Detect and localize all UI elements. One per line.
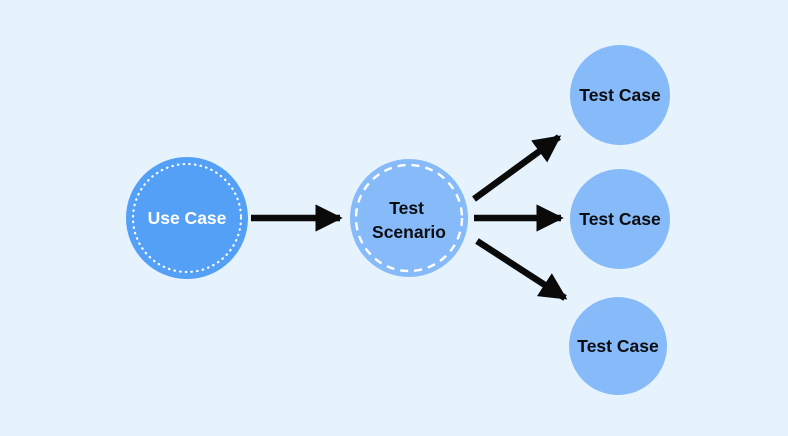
test-scenario-dashed-ring [354, 163, 464, 273]
test-scenario-label: Test Scenario [372, 198, 446, 242]
test-scenario-label-line1: Test [389, 198, 424, 218]
test-case-top-circle [570, 45, 670, 145]
arrow-test-scenario-to-test-case-bottom [475, 238, 568, 301]
use-case-label: Use Case [148, 208, 227, 228]
arrow-test-scenario-to-test-case-top [472, 134, 562, 202]
node-test-case-middle: Test Case [570, 169, 670, 269]
use-case-dotted-ring [131, 162, 243, 274]
test-scenario-circle [350, 159, 468, 277]
node-use-case: Use Case [126, 157, 248, 279]
test-case-top-label: Test Case [579, 85, 661, 105]
test-case-middle-label: Test Case [579, 209, 661, 229]
use-case-circle [126, 157, 248, 279]
test-case-middle-circle [570, 169, 670, 269]
node-test-case-bottom: Test Case [569, 297, 667, 395]
test-case-bottom-label: Test Case [577, 336, 659, 356]
node-test-scenario: Test Scenario [350, 159, 468, 277]
test-scenario-label-line2: Scenario [372, 222, 446, 242]
test-case-bottom-circle [569, 297, 667, 395]
node-test-case-top: Test Case [570, 45, 670, 145]
